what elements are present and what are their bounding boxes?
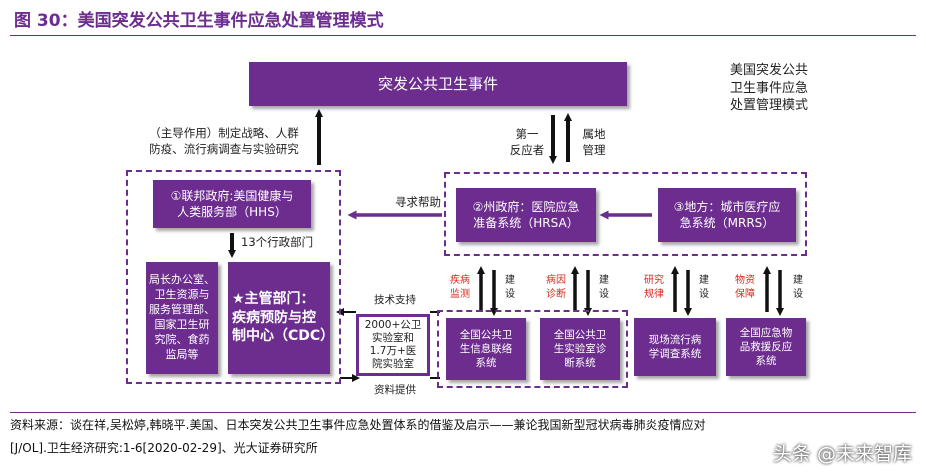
- system-4-build-label: 建 设: [793, 275, 803, 300]
- system-4-red-label: 物资 保障: [735, 275, 755, 300]
- hrsa-box: ②州政府：医院应急 准备系统（HRSA）: [456, 188, 596, 242]
- mrrs-box: ③地方：城市医疗应 急系统（MRRS）: [658, 188, 796, 242]
- lab-diagnosis-system-box: 全国公共卫 生实验室诊 断系统: [540, 318, 620, 380]
- side-caption: 美国突发公共 卫生事件应急 处置管理模式: [729, 63, 808, 114]
- hhs-box: ①联邦政府:美国健康与 人类服务部（HHS）: [153, 180, 311, 228]
- system-1-red-label: 疾病 监测: [450, 275, 470, 300]
- data-provision-label: 资料提供: [374, 384, 416, 396]
- left-role-label: （主导作用）制定战略、人群 防疫、流行病调查与实验研究: [149, 126, 299, 156]
- system-2-build-label: 建 设: [599, 275, 609, 300]
- cdc-box: ★主管部门： 疾病预防与控 制中心（CDC）: [228, 262, 334, 374]
- labs-box: 2000+公卫 实验室和 1.7万+医 院实验室: [356, 314, 430, 376]
- system-3-red-label: 研究 规律: [644, 275, 664, 300]
- state-local-group-frame: [444, 172, 807, 256]
- seek-help-label: 寻求帮助: [395, 195, 441, 209]
- title-rule: [10, 35, 916, 36]
- local-management-label: 属地 管理: [582, 127, 606, 157]
- federal-group-frame: [126, 170, 341, 384]
- source-rule: [10, 412, 916, 413]
- departments-label: 13个行政部门: [241, 235, 314, 249]
- main-event-box: 突发公共卫生事件: [249, 62, 627, 106]
- system-2-red-label: 病因 诊断: [546, 275, 566, 300]
- info-liaison-system-box: 全国公共卫 生信息联络 系统: [446, 318, 526, 380]
- info-lab-group-frame: [437, 310, 628, 388]
- first-responder-label: 第一 反应者: [509, 127, 545, 157]
- source-line-2: [J/OL].卫生经济研究:1-6[2020-02-29]、光大证券研究所: [10, 441, 318, 455]
- tech-support-label: 技术支持: [374, 294, 416, 306]
- system-1-build-label: 建 设: [505, 275, 515, 300]
- field-epidemiology-system-box: 现场流行病 学调查系统: [634, 318, 716, 376]
- figure-title: 图 30：美国突发公共卫生事件应急处置管理模式: [14, 11, 384, 31]
- system-3-build-label: 建 设: [699, 275, 709, 300]
- source-line-1: 资料来源：谈在祥,吴松婷,韩晓平.美国、日本突发公共卫生事件应急处置体系的借鉴及…: [10, 418, 706, 432]
- emergency-supplies-system-box: 全国应急物 品救援反应 系统: [726, 318, 806, 376]
- main-event-label: 突发公共卫生事件: [377, 74, 498, 93]
- offices-box: 局长办公室、 卫生资源与 服务管理部、 国家卫生研 究院、食药 监局等: [146, 262, 218, 374]
- watermark: 头条 @未来智库: [772, 443, 912, 465]
